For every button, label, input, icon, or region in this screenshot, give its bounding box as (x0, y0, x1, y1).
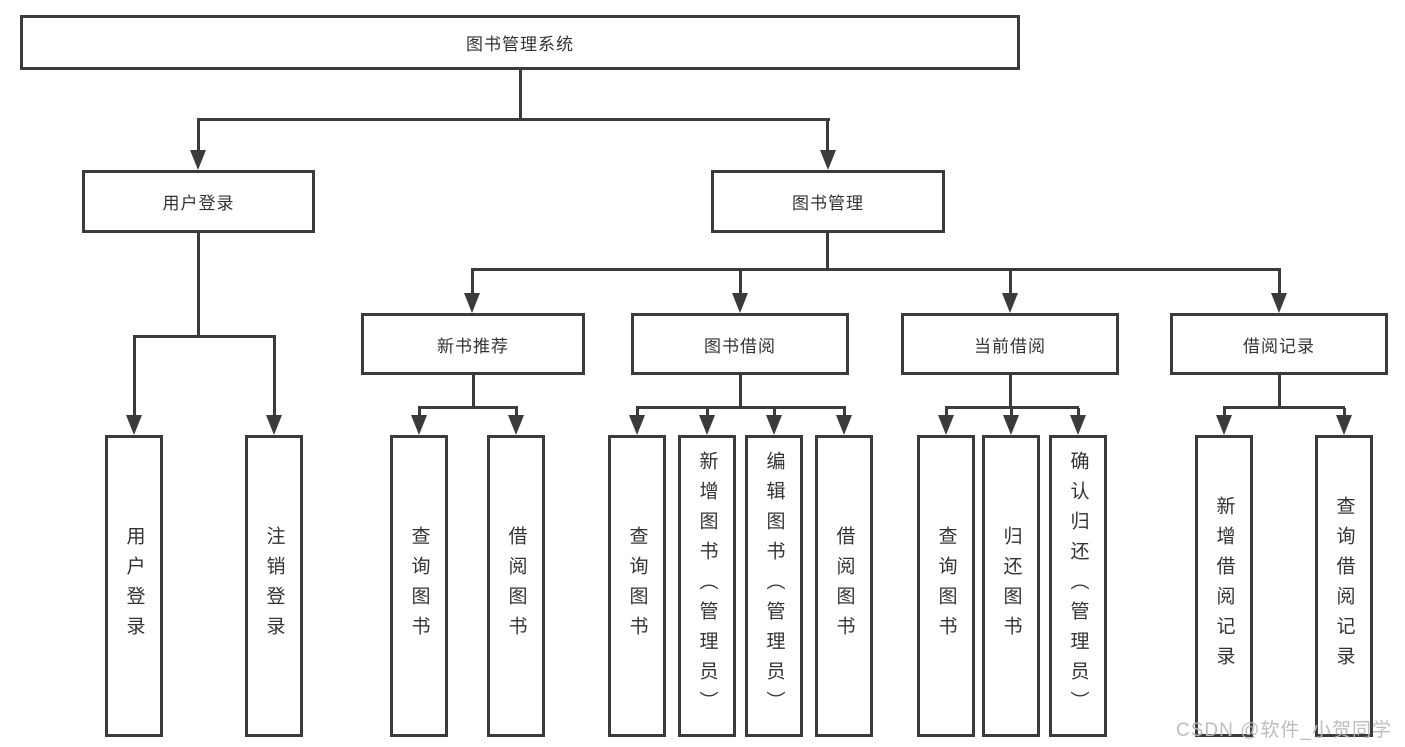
leaf-user-login: 用户登录 (105, 435, 163, 737)
leaf-logout: 注销登录 (245, 435, 303, 737)
connector-line (826, 120, 829, 152)
connector-line (706, 408, 709, 417)
connector-line (133, 335, 276, 338)
connector-line (1009, 270, 1012, 295)
arrow-down-icon (464, 293, 480, 313)
leaf-add-borrow-record: 新增借阅记录 (1195, 435, 1253, 737)
node-book-management: 图书管理 (711, 170, 945, 233)
connector-line (418, 408, 421, 417)
connector-line (197, 233, 200, 336)
arrow-down-icon (836, 415, 852, 435)
arrow-down-icon (411, 415, 427, 435)
node-current-borrowing: 当前借阅 (901, 313, 1119, 375)
connector-line (197, 118, 830, 121)
connector-line (945, 406, 1079, 409)
connector-line (1343, 408, 1346, 417)
connector-line (471, 268, 1281, 271)
arrow-down-icon (1216, 415, 1232, 435)
arrow-down-icon (1002, 293, 1018, 313)
arrow-down-icon (732, 293, 748, 313)
connector-line (1010, 408, 1013, 417)
leaf-query-books-recommend: 查询图书 (390, 435, 448, 737)
connector-line (636, 406, 846, 409)
leaf-borrow-books-borrowing: 借阅图书 (815, 435, 873, 737)
arrow-down-icon (126, 415, 142, 435)
arrow-down-icon (629, 415, 645, 435)
connector-line (739, 375, 742, 408)
arrow-down-icon (938, 415, 954, 435)
connector-line (515, 408, 518, 417)
leaf-add-book-admin: 新增图书（管理员） (678, 435, 736, 737)
leaf-query-books-current: 查询图书 (917, 435, 975, 737)
connector-line (1278, 270, 1281, 295)
arrow-down-icon (1070, 415, 1086, 435)
leaf-borrow-books-recommend: 借阅图书 (487, 435, 545, 737)
leaf-edit-book-admin: 编辑图书（管理员） (745, 435, 803, 737)
connector-line (1077, 408, 1080, 417)
connector-line (1009, 375, 1012, 408)
node-library-management-system: 图书管理系统 (20, 15, 1020, 70)
arrow-down-icon (1003, 415, 1019, 435)
connector-line (197, 120, 200, 152)
connector-line (472, 375, 475, 408)
connector-line (418, 406, 518, 409)
arrow-down-icon (1336, 415, 1352, 435)
arrow-down-icon (190, 150, 206, 170)
arrow-down-icon (820, 150, 836, 170)
connector-line (519, 70, 522, 120)
arrow-down-icon (766, 415, 782, 435)
arrow-down-icon (508, 415, 524, 435)
leaf-confirm-return-admin: 确认归还（管理员） (1049, 435, 1107, 737)
connector-line (1278, 375, 1281, 408)
connector-line (133, 337, 136, 417)
connector-line (773, 408, 776, 417)
connector-line (471, 270, 474, 295)
node-book-borrowing: 图书借阅 (631, 313, 849, 375)
connector-line (945, 408, 948, 417)
csdn-watermark: CSDN @软件_小贺同学 (1176, 720, 1392, 741)
connector-line (1223, 406, 1345, 409)
leaf-return-books: 归还图书 (982, 435, 1040, 737)
node-new-book-recommendation: 新书推荐 (361, 313, 585, 375)
arrow-down-icon (1271, 293, 1287, 313)
node-borrowing-records: 借阅记录 (1170, 313, 1388, 375)
arrow-down-icon (266, 415, 282, 435)
connector-line (739, 270, 742, 295)
connector-line (1223, 408, 1226, 417)
arrow-down-icon (699, 415, 715, 435)
connector-line (826, 233, 829, 271)
connector-line (843, 408, 846, 417)
leaf-query-borrow-record: 查询借阅记录 (1315, 435, 1373, 737)
node-user-login: 用户登录 (82, 170, 315, 233)
connector-line (273, 337, 276, 417)
connector-line (636, 408, 639, 417)
leaf-query-books-borrowing: 查询图书 (608, 435, 666, 737)
